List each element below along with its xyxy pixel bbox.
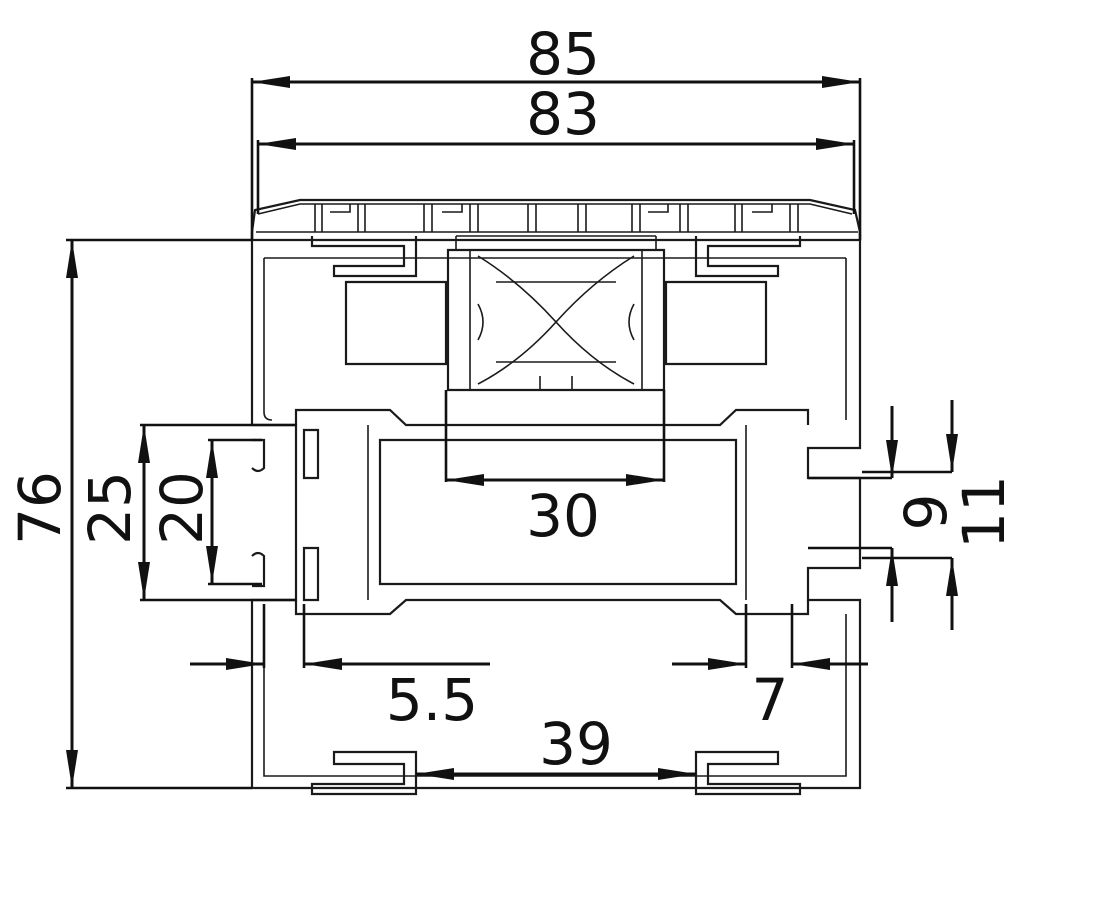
bottom-right-clip: [694, 750, 802, 796]
thermal-break: [251, 408, 810, 616]
label-right-wall-gap: 7: [752, 666, 789, 734]
dim-overall-height: [66, 240, 78, 788]
dim-slot-inner-height: [206, 440, 218, 584]
left-block: [344, 280, 448, 366]
dim-strip-width: [446, 474, 664, 486]
label-slot-outer-height: 25: [76, 471, 144, 545]
dim-side-slot-outer: [946, 400, 958, 630]
dim-bottom-gap: [416, 768, 696, 780]
dim-side-slot-inner: [886, 406, 898, 622]
dim-slot-outer-height: [138, 425, 150, 600]
right-block: [664, 280, 768, 366]
center-gasket: [446, 235, 666, 392]
bottom-left-clip: [310, 750, 418, 796]
label-strip-width: 30: [526, 482, 600, 550]
top-left-clip: [310, 236, 418, 278]
label-overall-height: 76: [6, 471, 74, 545]
dim-left-wall-gap: [190, 658, 490, 670]
label-side-slot-outer: 11: [950, 475, 1018, 549]
label-left-wall-gap: 5.5: [386, 666, 478, 734]
cover-ribs: [314, 204, 799, 232]
dim-cover-width: [258, 138, 854, 150]
label-bottom-gap: 39: [539, 710, 613, 778]
dimension-lines: [66, 76, 958, 788]
dim-right-wall-gap: [672, 658, 868, 670]
label-slot-inner-height: 20: [148, 471, 216, 545]
extension-lines: [66, 78, 952, 790]
top-right-clip: [694, 236, 802, 278]
dimension-labels: 85 83 76 25 20 30 9 11 5.5 7 39: [6, 20, 1018, 778]
top-cover: [250, 198, 862, 242]
label-overall-width: 85: [526, 20, 600, 88]
dim-overall-width: [252, 76, 860, 88]
label-side-slot-inner: 9: [892, 494, 960, 531]
label-cover-width: 83: [526, 80, 600, 148]
profile-outline: [250, 198, 862, 796]
